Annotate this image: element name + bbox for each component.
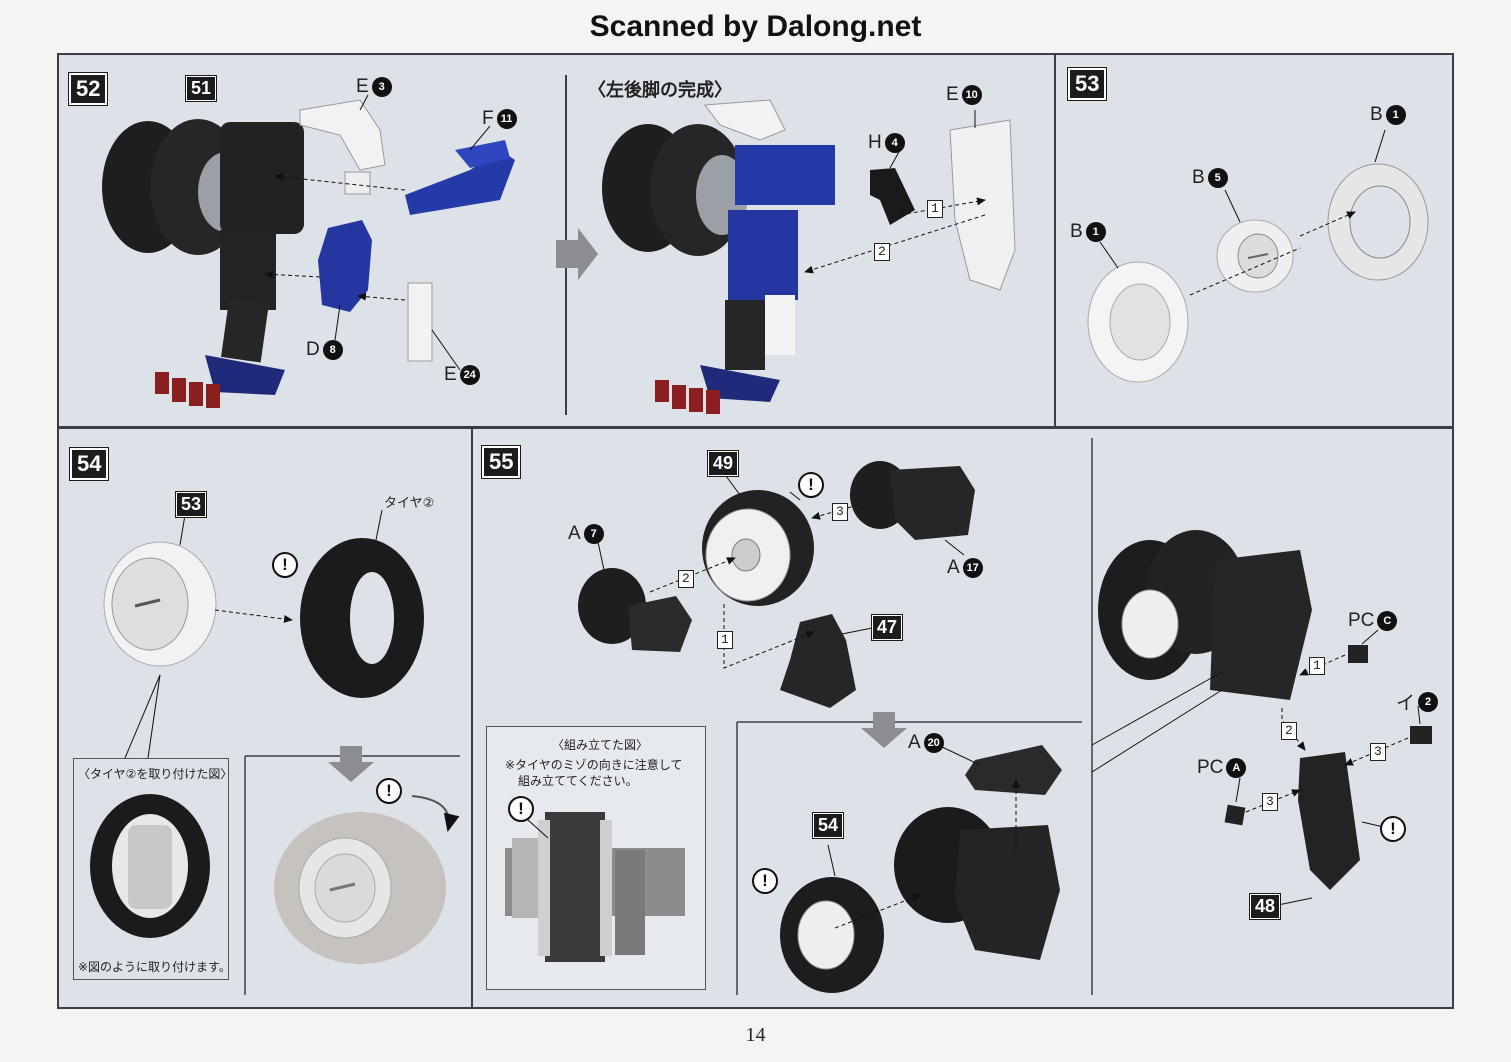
assembled-inset-note-line-1: ※タイヤのミゾの向きに注意して: [505, 758, 683, 772]
part-label-h4: H 4: [868, 132, 905, 154]
attention-icon: !: [1380, 816, 1406, 842]
ref-badge-53: 53: [174, 491, 208, 518]
step-badge-55: 55: [480, 444, 522, 480]
scan-credit-header: Scanned by Dalong.net: [589, 10, 922, 43]
part-label-b1-top: B 1: [1370, 104, 1406, 126]
attention-icon: !: [508, 796, 534, 822]
part-letter: B: [1192, 167, 1205, 188]
ref-badge-51: 51: [184, 75, 218, 102]
sequence-marker-3: 3: [1262, 793, 1278, 811]
sequence-marker-3: 3: [1370, 743, 1386, 761]
part-letter: E: [946, 84, 959, 105]
tire-attached-inset: [73, 758, 229, 980]
part-label-pc-c: PC C: [1348, 610, 1398, 632]
part-number: C: [1377, 611, 1398, 631]
part-number: 4: [884, 133, 905, 153]
part-letter: PC: [1348, 610, 1375, 631]
part-letter: E: [444, 364, 457, 385]
part-label-a20: A 20: [908, 732, 944, 754]
part-letter: D: [306, 339, 320, 360]
ref-badge-48: 48: [1248, 893, 1282, 920]
sequence-marker-1: 1: [1309, 657, 1325, 675]
tire-attached-inset-note: ※図のように取り付けます。: [78, 960, 231, 974]
part-label-b5: B 5: [1192, 167, 1228, 189]
part-letter: A: [908, 732, 921, 753]
part-number: 17: [962, 558, 983, 578]
assembled-inset-note-line-2: 組み立ててください。: [518, 774, 638, 788]
part-label-a17: A 17: [947, 557, 983, 579]
part-label-d8: D 8: [306, 339, 343, 361]
part-number: 7: [583, 524, 604, 544]
part-letter: B: [1370, 104, 1383, 125]
step-badge-52: 52: [67, 71, 109, 107]
part-label-e24: E 24: [444, 364, 480, 386]
page-number: 14: [745, 1024, 766, 1046]
part-label-a7: A 7: [568, 523, 604, 545]
part-number: 2: [1418, 691, 1439, 712]
part-letter: A: [568, 523, 581, 544]
part-label-f11: F 11: [482, 108, 517, 130]
part-number: A: [1226, 758, 1247, 778]
part-label-i2: イ 2: [1396, 688, 1439, 715]
part-letter: B: [1070, 221, 1083, 242]
attention-icon: !: [376, 778, 402, 804]
leg-assembly-illustration: [102, 119, 304, 408]
part-number: 20: [923, 733, 944, 753]
part-letter: A: [947, 557, 960, 578]
sequence-marker-1: 1: [927, 200, 943, 218]
part-letter: イ: [1396, 693, 1416, 714]
part-number: 24: [459, 365, 480, 385]
part-number: 11: [496, 109, 517, 129]
wheel-hub-parts-illustration: [1087, 163, 1429, 383]
sequence-marker-2: 2: [1281, 722, 1297, 740]
part-letter: F: [482, 108, 494, 129]
attention-icon: !: [272, 552, 298, 578]
part-letter: E: [356, 76, 369, 97]
part-number: 10: [961, 85, 982, 105]
part-label-e10: E 10: [946, 84, 982, 106]
part-number: 1: [1085, 222, 1106, 242]
attention-icon: !: [798, 472, 824, 498]
ref-badge-49: 49: [706, 450, 740, 477]
ref-badge-54: 54: [811, 812, 845, 839]
sequence-marker-3: 3: [832, 503, 848, 521]
attention-icon: !: [752, 868, 778, 894]
part-number: 8: [322, 340, 343, 360]
part-letter: PC: [1197, 757, 1224, 778]
part-label-e3: E 3: [356, 76, 392, 98]
tire-2-label: タイヤ②: [384, 496, 435, 511]
part-letter: H: [868, 132, 882, 153]
step-badge-54: 54: [68, 446, 110, 482]
part-label-b1-left: B 1: [1070, 221, 1106, 243]
part-number: 1: [1385, 105, 1406, 125]
part-number: 3: [371, 77, 392, 97]
sequence-marker-1: 1: [717, 631, 733, 649]
tire-attached-inset-title: 〈タイヤ②を取り付けた図〉: [78, 767, 233, 781]
assembled-inset-title: 〈組み立てた図〉: [552, 738, 649, 752]
part-label-pc-a: PC A: [1197, 757, 1247, 779]
completed-leg-illustration: [602, 99, 835, 414]
ref-badge-47: 47: [870, 614, 904, 641]
step-badge-53: 53: [1066, 66, 1108, 102]
left-rear-leg-complete-title: 〈左後脚の完成〉: [588, 80, 732, 101]
part-number: 5: [1207, 168, 1228, 188]
sequence-marker-2: 2: [678, 570, 694, 588]
sequence-marker-2: 2: [874, 243, 890, 261]
